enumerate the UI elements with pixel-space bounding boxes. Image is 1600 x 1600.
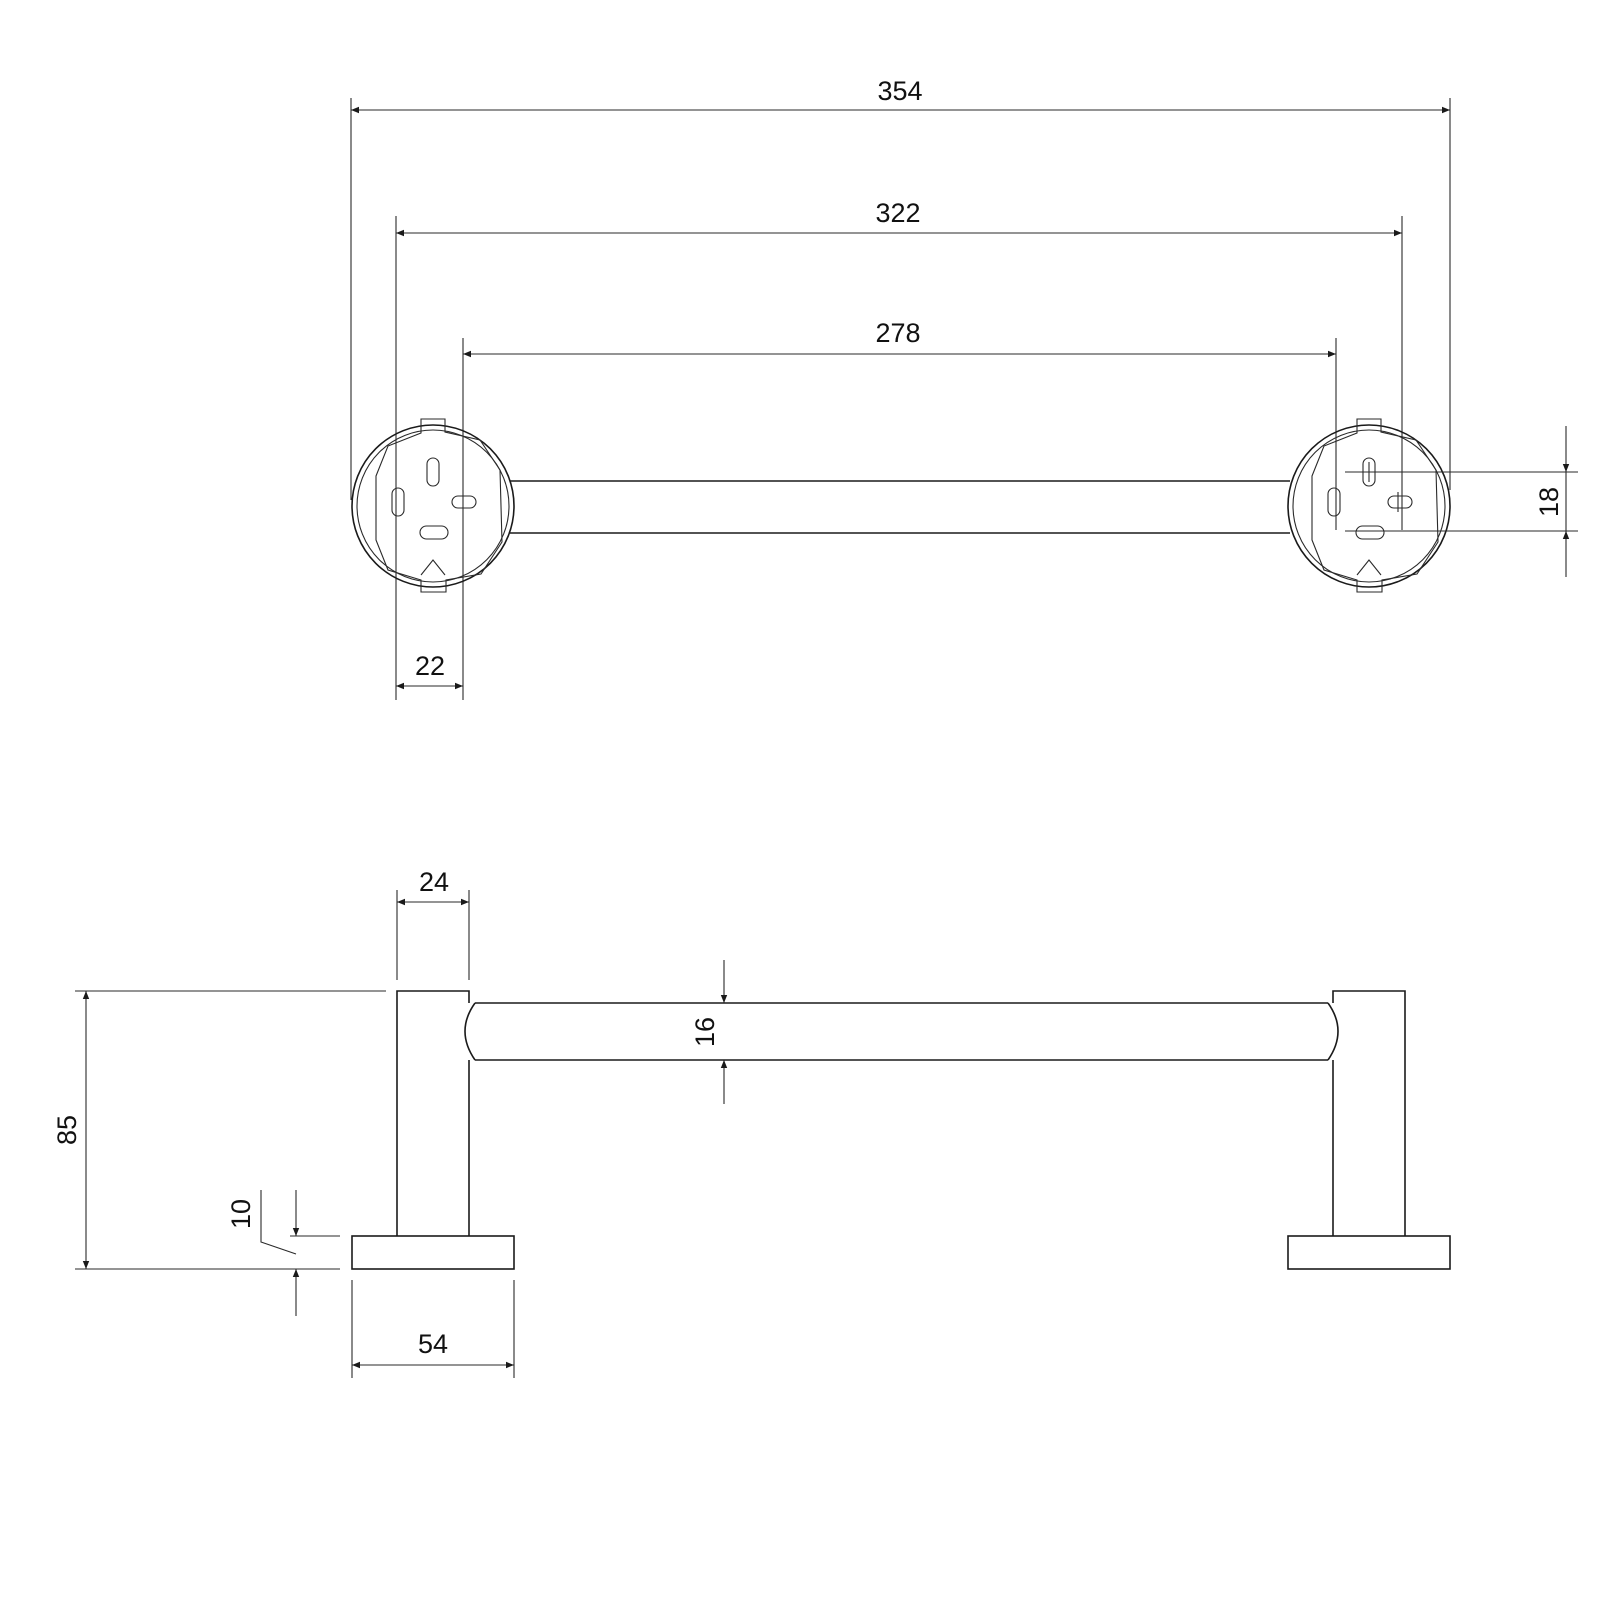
dim-mount-centers-label: 322: [875, 198, 920, 228]
towel-bar-top: [510, 480, 1290, 534]
dim-height-label: 85: [52, 1115, 82, 1145]
dim-bar-diameter: 16: [690, 960, 728, 1104]
dim-base-width: 54: [351, 1280, 515, 1378]
towel-bar-side: [464, 1002, 1339, 1061]
dim-base-width-label: 54: [418, 1329, 448, 1359]
dim-bar-width-label: 18: [1534, 487, 1564, 517]
dim-post-width: 24: [396, 867, 470, 980]
dim-overall-length-label: 354: [877, 76, 922, 106]
dim-bar-width: 18: [1345, 426, 1578, 577]
right-flange-top: [1287, 418, 1451, 593]
right-post-side: [1287, 990, 1451, 1270]
top-view: 354 322 278: [350, 76, 1578, 700]
dim-inner-length-label: 278: [875, 318, 920, 348]
dim-height: 85: [52, 990, 386, 1270]
top-extension-lines: [350, 98, 1451, 700]
side-view: 24 16 85 10 54: [52, 867, 1451, 1378]
dim-overall-length: 354: [351, 76, 1450, 114]
dim-mount-centers: 322: [396, 198, 1402, 237]
dim-post-width-label: 24: [419, 867, 449, 897]
dim-base-thickness-label: 10: [226, 1199, 256, 1229]
dim-base-thickness: 10: [226, 1190, 340, 1316]
left-post-side: [351, 990, 515, 1270]
dim-inner-length: 278: [463, 318, 1336, 358]
left-flange-top: [351, 418, 515, 593]
dim-flange-offset-label: 22: [415, 651, 445, 681]
dim-flange-offset: 22: [396, 651, 463, 690]
dim-bar-diameter-label: 16: [690, 1017, 720, 1047]
